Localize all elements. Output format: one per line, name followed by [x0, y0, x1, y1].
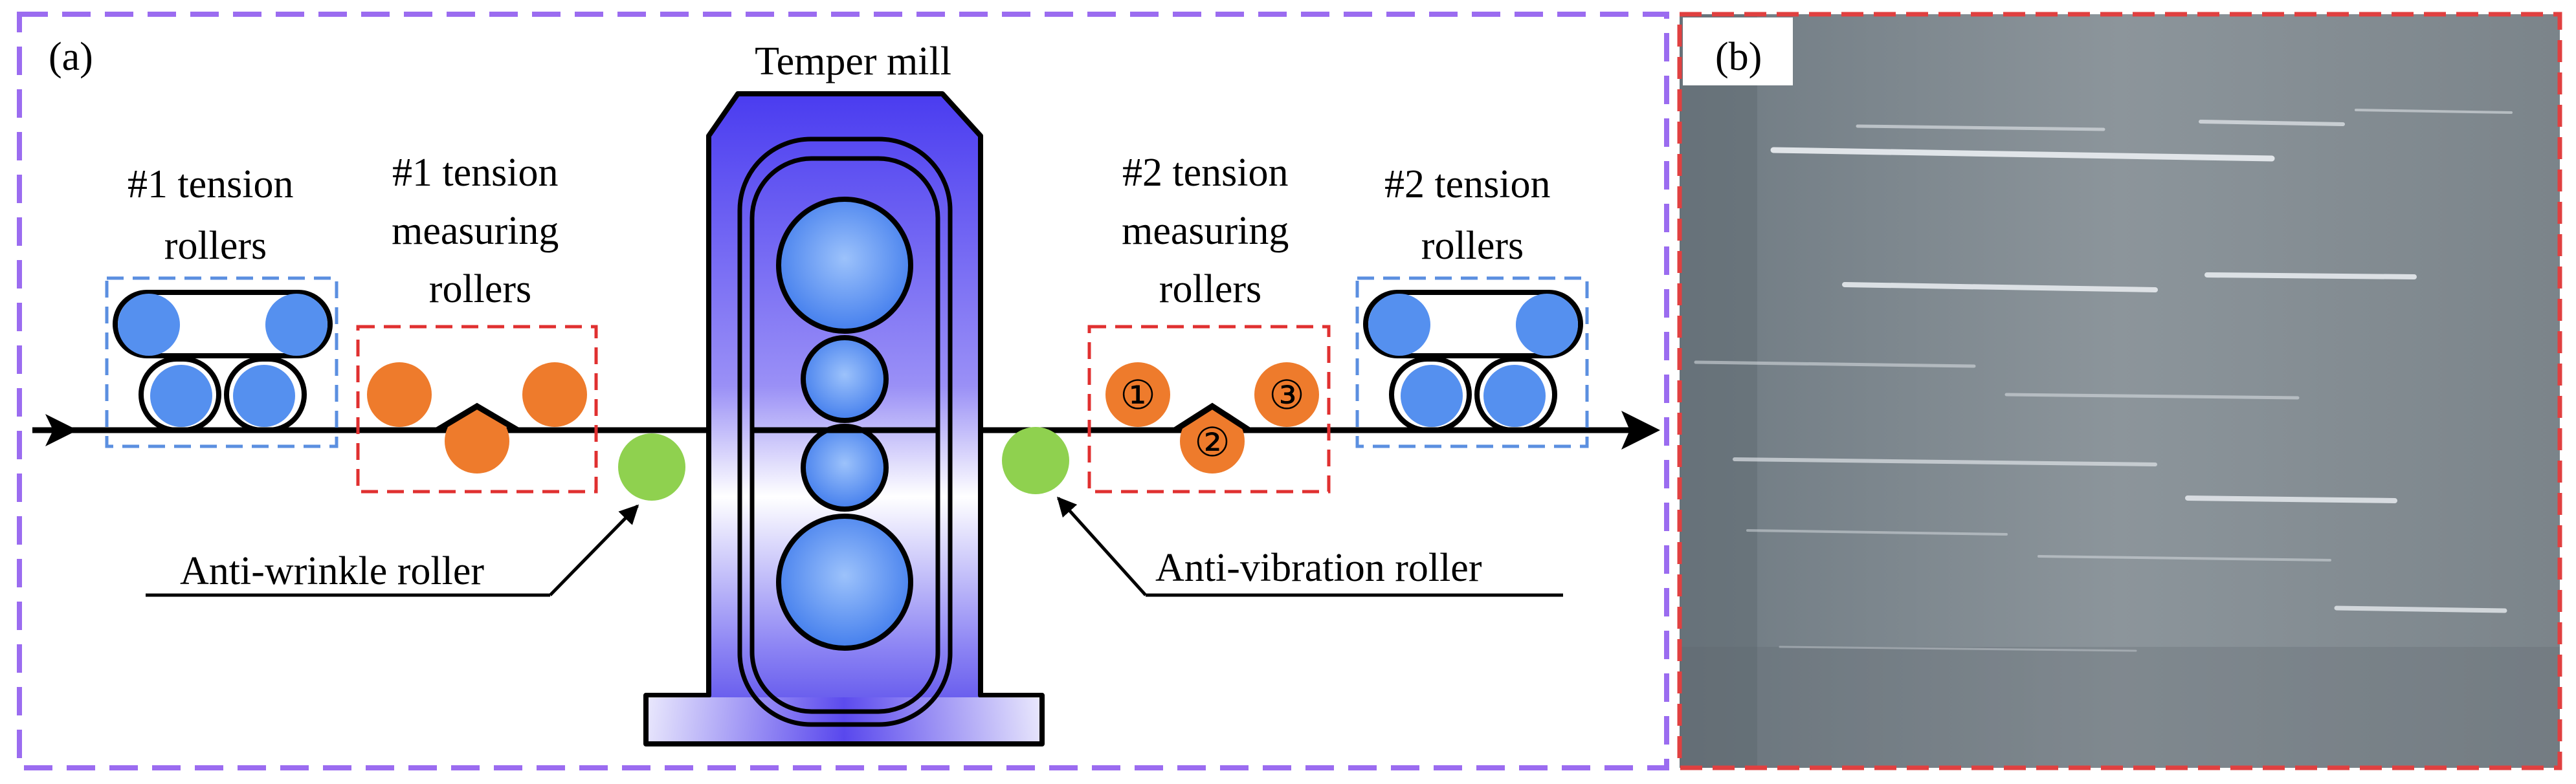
anti-wrinkle-roller-group: Anti-wrinkle roller: [146, 433, 685, 597]
measuring-roller-2-numbered: [1180, 409, 1245, 474]
tension-rollers-1-belt-top: [113, 290, 333, 358]
panel-a-border: [17, 12, 1669, 770]
streak: [1746, 529, 2008, 536]
streak: [2185, 495, 2397, 503]
roller-number-2: ②: [1194, 421, 1230, 465]
anti-wrinkle-roller: [618, 433, 685, 501]
panel-b-border: [1677, 12, 2562, 770]
measuring-rollers-1-title: #1 tension measuring rollers: [392, 151, 569, 311]
measuring-rollers-2-title: #2 tension measuring rollers: [1122, 151, 1299, 311]
tension-roller-2d: [1483, 365, 1546, 427]
temper-mill: Temper mill: [643, 39, 1045, 746]
tension-rollers-1-belt-bottom-right: [224, 356, 307, 433]
streak: [2037, 555, 2331, 561]
tension-rollers-1-title: #1 tension rollers: [128, 162, 304, 268]
panel-b-label-bg: [1683, 17, 1793, 85]
measuring-roller-1a: [367, 362, 432, 427]
tension-rollers-2-belt-top: [1363, 290, 1583, 358]
panel-b-photo: [1680, 14, 2560, 768]
streak: [1842, 282, 2158, 292]
measuring-roller-3-numbered: [1254, 362, 1319, 427]
tension-roller-1a: [118, 294, 180, 356]
tension-rollers-2-title: #2 tension rollers: [1384, 162, 1560, 268]
work-roll-bottom: [801, 424, 889, 512]
anti-wrinkle-leader: [549, 504, 639, 596]
tension-rollers-2-belt-bottom-right: [1474, 356, 1557, 433]
tension-roller-1c: [150, 365, 212, 427]
panel-b: (b): [1677, 12, 2562, 770]
streak: [2355, 109, 2513, 114]
temper-mill-outer-frame: [737, 136, 953, 727]
streak: [2334, 605, 2507, 613]
tension-rollers-2: #2 tension rollers: [1355, 162, 1589, 448]
anti-vibration-label: Anti-vibration roller: [1155, 546, 1482, 590]
tension-rollers-2-belt-bottom-left: [1389, 356, 1472, 433]
anti-vibration-roller: [1002, 427, 1069, 494]
streak: [2204, 272, 2417, 279]
tension-roller-2b: [1516, 294, 1578, 356]
panel-b-shade-left: [1680, 14, 1757, 768]
measuring-roller-1b: [522, 362, 587, 427]
temper-mill-title: Temper mill: [755, 39, 951, 83]
measuring-strip-1: [395, 402, 563, 433]
panel-b-shade-bottom: [1680, 647, 2560, 768]
surface-defect-streaks: [1694, 109, 2513, 652]
temper-mill-base-band: [649, 697, 1039, 741]
tension-roller-1d: [233, 365, 295, 427]
tension-rollers-2-box: [1355, 276, 1589, 448]
tension-rollers-1-belt-bottom-left: [139, 356, 221, 433]
measuring-rollers-1: #1 tension measuring rollers: [356, 151, 598, 494]
panel-b-label: (b): [1715, 35, 1762, 79]
streak: [1694, 360, 1976, 368]
tension-rollers-1: #1 tension rollers: [105, 162, 339, 448]
tension-roller-1b: [265, 294, 328, 356]
measuring-rollers-2: #2 tension measuring rollers ① ② ③: [1087, 151, 1331, 494]
measuring-roller-1-numbered: [1105, 362, 1170, 427]
strip-entry-arrow: [45, 414, 78, 446]
streak: [1779, 646, 2137, 652]
anti-vibration-roller-group: Anti-vibration roller: [1002, 427, 1563, 597]
panel-a-label: (a): [49, 35, 93, 79]
strip-exit-arrow: [1621, 411, 1660, 450]
measuring-rollers-1-box: [356, 325, 598, 494]
tension-roller-2c: [1401, 365, 1463, 427]
panel-a: (a) #1 tension rollers #1 tension measur…: [17, 12, 1669, 770]
measuring-roller-1c: [445, 409, 509, 474]
streak: [2199, 120, 2345, 126]
tension-roller-2a: [1368, 294, 1430, 356]
temper-mill-inner-frame: [749, 156, 940, 714]
backup-roll-bottom: [776, 514, 913, 651]
streak: [1770, 147, 2275, 162]
roller-number-3: ③: [1269, 374, 1305, 418]
work-roll-top: [801, 335, 889, 423]
streak: [1856, 124, 2105, 131]
measuring-rollers-2-box: [1087, 325, 1331, 494]
tension-rollers-1-box: [105, 276, 339, 448]
anti-wrinkle-label: Anti-wrinkle roller: [180, 549, 484, 593]
backup-roll-top: [776, 197, 913, 334]
streak: [1733, 457, 2157, 466]
roller-number-1: ①: [1120, 374, 1156, 418]
streak: [2004, 393, 2300, 400]
measuring-strip-2: [1133, 402, 1294, 433]
anti-vibration-leader: [1056, 496, 1147, 596]
